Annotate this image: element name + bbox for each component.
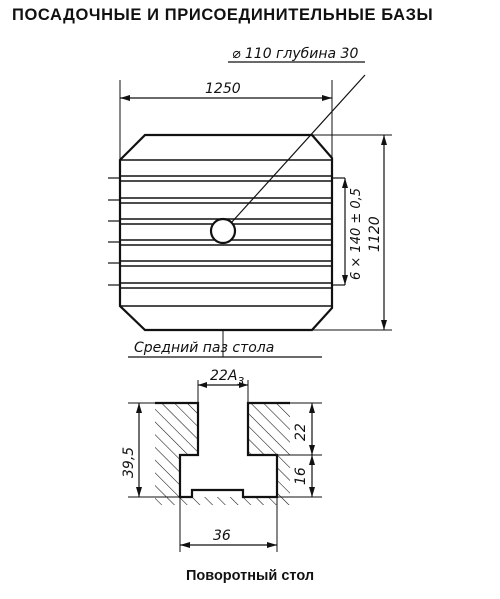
figure-caption: Поворотный стол <box>185 568 315 584</box>
t-slot-section: 22А3 39,5 22 16 36 <box>121 368 322 552</box>
width-dimension: 1250 <box>205 81 241 97</box>
hole-callout: ⌀ 110 глубина 30 <box>232 46 358 62</box>
page-title: ПОСАДОЧНЫЕ И ПРИСОЕДИНИТЕЛЬНЫЕ БАЗЫ <box>12 6 434 24</box>
total-depth-dimension: 39,5 <box>121 447 137 478</box>
table-top-view: ⌀ 110 глубина 30 1250 6 × 140 ± 0,5 1120… <box>108 46 392 358</box>
neck-depth-dimension: 22 <box>293 423 309 441</box>
head-width-dimension: 36 <box>213 528 231 544</box>
center-slot-label: Средний паз стола <box>134 340 274 356</box>
slot-spacing-dimension: 6 × 140 ± 0,5 <box>349 188 364 280</box>
slot-width-dimension: 22А3 <box>210 368 244 388</box>
depth-dimension: 1120 <box>367 216 383 252</box>
slot-hatch <box>155 403 290 505</box>
head-depth-dimension: 16 <box>293 467 309 485</box>
center-hole <box>209 217 237 245</box>
